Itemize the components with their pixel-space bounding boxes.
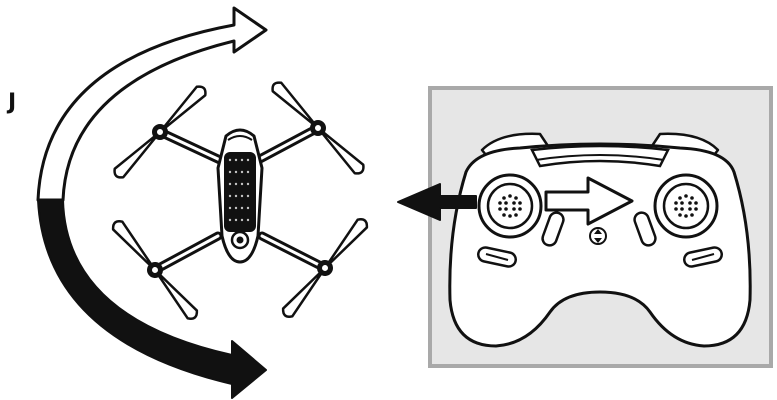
rotate-clockwise-arrow-icon [36, 6, 268, 399]
step-label: J [8, 90, 17, 115]
quadcopter-drone-icon [107, 77, 373, 324]
arrow-left-icon [397, 183, 477, 221]
arrow-right-icon [544, 176, 634, 226]
remote-controller-icon [428, 86, 773, 368]
